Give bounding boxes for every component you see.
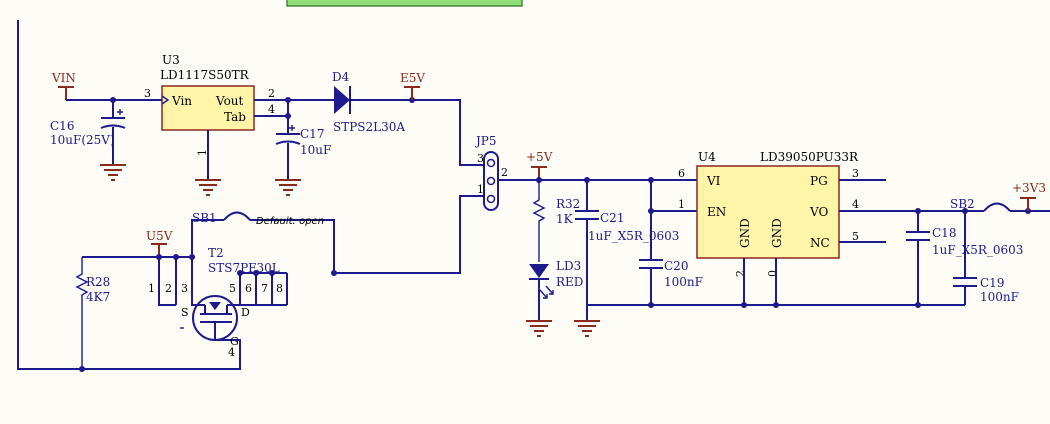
u3-pin-3: 3 bbox=[144, 87, 151, 100]
sb1-note: Default: open bbox=[256, 216, 324, 227]
sb2-ref: SB2 bbox=[950, 197, 975, 211]
u4-pg-pin: PG bbox=[810, 174, 828, 188]
c20-value: 100nF bbox=[664, 275, 703, 289]
u3-vin-pin: Vin bbox=[171, 94, 192, 108]
u4-pin-3: 3 bbox=[852, 167, 859, 180]
diode-d4: D4 STPS2L30A bbox=[332, 70, 484, 166]
top-green-box bbox=[286, 0, 523, 7]
t2-pin-3: 3 bbox=[181, 282, 188, 295]
c16-ref: C16 bbox=[50, 119, 74, 133]
regulator-u3: U3 LD1117S50TR Vin Vout Tab 3 2 4 1 bbox=[144, 53, 275, 180]
u4-pin-6: 6 bbox=[678, 167, 685, 180]
net-3v3-label: +3V3 bbox=[1012, 181, 1046, 195]
r28-value: 4K7 bbox=[86, 290, 110, 304]
t2-source-label: S bbox=[181, 306, 189, 319]
net-u5v-label: U5V bbox=[146, 229, 173, 243]
u3-value: LD1117S50TR bbox=[160, 68, 250, 82]
capacitor-c19: C19 100nF bbox=[953, 211, 1019, 305]
left-wire bbox=[17, 20, 241, 370]
net-vin-label: VIN bbox=[51, 71, 76, 85]
u3-tab-pin: Tab bbox=[224, 110, 246, 124]
c17-value: 10uF bbox=[300, 143, 331, 157]
ground-c21 bbox=[574, 320, 600, 337]
net-5v-label: +5V bbox=[526, 150, 553, 164]
led-ld3: LD3 RED bbox=[529, 259, 583, 321]
t2-pin-2: 2 bbox=[165, 282, 172, 295]
u4-vo-pin: VO bbox=[809, 205, 828, 219]
t2-pin-8: 8 bbox=[276, 282, 283, 295]
u4-vi-pin: VI bbox=[706, 174, 721, 188]
c19-value: 100nF bbox=[980, 290, 1019, 304]
net-u5v: U5V bbox=[146, 229, 173, 257]
u3-pin-1: 1 bbox=[196, 149, 209, 156]
u4-value: LD39050PU33R bbox=[760, 150, 859, 164]
net-e5v: E5V bbox=[400, 71, 425, 100]
t2-ref: T2 bbox=[208, 246, 224, 260]
d4-value: STPS2L30A bbox=[333, 120, 405, 134]
regulator-u4: U4 LD39050PU33R VI EN PG VO NC GND GND 6… bbox=[678, 150, 886, 305]
u3-pin-4: 4 bbox=[268, 103, 275, 116]
c21-value: 1uF_X5R_0603 bbox=[588, 229, 679, 243]
net-e5v-label: E5V bbox=[400, 71, 425, 85]
u4-en-pin: EN bbox=[707, 205, 726, 219]
ground-ld3 bbox=[526, 320, 552, 337]
t2-pin-4: 4 bbox=[228, 346, 235, 359]
c16-value: 10uF(25V) bbox=[50, 133, 115, 147]
ground-c17 bbox=[275, 179, 301, 196]
c21-ref: C21 bbox=[600, 211, 624, 225]
c20-ref: C20 bbox=[664, 259, 688, 273]
jp5-ref: JP5 bbox=[474, 134, 497, 148]
net-5v: +5V bbox=[526, 150, 553, 180]
c19-ref: C19 bbox=[980, 276, 1004, 290]
u4-ref: U4 bbox=[698, 150, 716, 164]
u4-nc-pin: NC bbox=[810, 236, 830, 250]
solder-bridge-sb2: SB2 bbox=[950, 197, 1050, 212]
t2-pin-6: 6 bbox=[245, 282, 252, 295]
t2-pin-1: 1 bbox=[148, 282, 155, 295]
c17-ref: C17 bbox=[300, 127, 324, 141]
u4-pin-2: 2 bbox=[734, 270, 747, 277]
u4-gnd-pin-b: GND bbox=[770, 218, 784, 248]
resistor-r32: R32 1K bbox=[532, 180, 580, 262]
r32-value: 1K bbox=[556, 212, 574, 226]
capacitor-c17: C17 10uF bbox=[275, 125, 331, 180]
c18-value: 1uF_X5R_0603 bbox=[932, 243, 1023, 257]
u4-pin-4: 4 bbox=[852, 198, 859, 211]
t2-pin-5: 5 bbox=[229, 282, 236, 295]
ground-u3 bbox=[195, 179, 221, 196]
u4-pin-1: 1 bbox=[678, 198, 685, 211]
sb1-ref: SB1 bbox=[192, 211, 217, 225]
capacitor-c18: C18 1uF_X5R_0603 bbox=[906, 211, 1023, 305]
u3-ref: U3 bbox=[162, 53, 180, 67]
capacitor-c20: C20 100nF bbox=[639, 211, 703, 305]
jp5-pin-3: 3 bbox=[477, 152, 484, 165]
u4-pin-5: 5 bbox=[852, 230, 859, 243]
capacitor-c16: C16 10uF(25V) bbox=[50, 109, 126, 165]
c18-ref: C18 bbox=[932, 226, 956, 240]
u4-gnd-pin-a: GND bbox=[738, 218, 752, 248]
u4-pin-0: 0 bbox=[766, 270, 779, 277]
u3-pin-2: 2 bbox=[268, 87, 275, 100]
ld3-ref: LD3 bbox=[556, 259, 581, 273]
net-3v3: +3V3 bbox=[1012, 181, 1046, 211]
d4-ref: D4 bbox=[332, 70, 350, 84]
r32-ref: R32 bbox=[556, 197, 580, 211]
t2-pin-7: 7 bbox=[261, 282, 268, 295]
t2-gate-label: G bbox=[230, 335, 239, 348]
jp5-pin-2: 2 bbox=[501, 166, 508, 179]
ld3-value: RED bbox=[556, 275, 583, 289]
t2-drain-label: D bbox=[241, 306, 250, 319]
r28-ref: R28 bbox=[86, 275, 110, 289]
t2-value: STS7PF30L bbox=[208, 261, 280, 275]
resistor-r28: R28 4K7 bbox=[75, 257, 110, 369]
jumper-jp5: JP5 3 1 2 bbox=[474, 134, 508, 211]
capacitor-c21: C21 1uF_X5R_0603 bbox=[575, 180, 679, 321]
mosfet-t2: T2 STS7PF30L 1 2 3 5 6 7 8 S D 4 G bbox=[148, 246, 288, 359]
net-vin: VIN bbox=[51, 71, 76, 100]
jp5-pin-1: 1 bbox=[477, 183, 484, 196]
ground-c16 bbox=[100, 164, 126, 181]
u3-vout-pin: Vout bbox=[215, 94, 244, 108]
solder-bridge-sb1: SB1 Default: open bbox=[192, 211, 335, 230]
